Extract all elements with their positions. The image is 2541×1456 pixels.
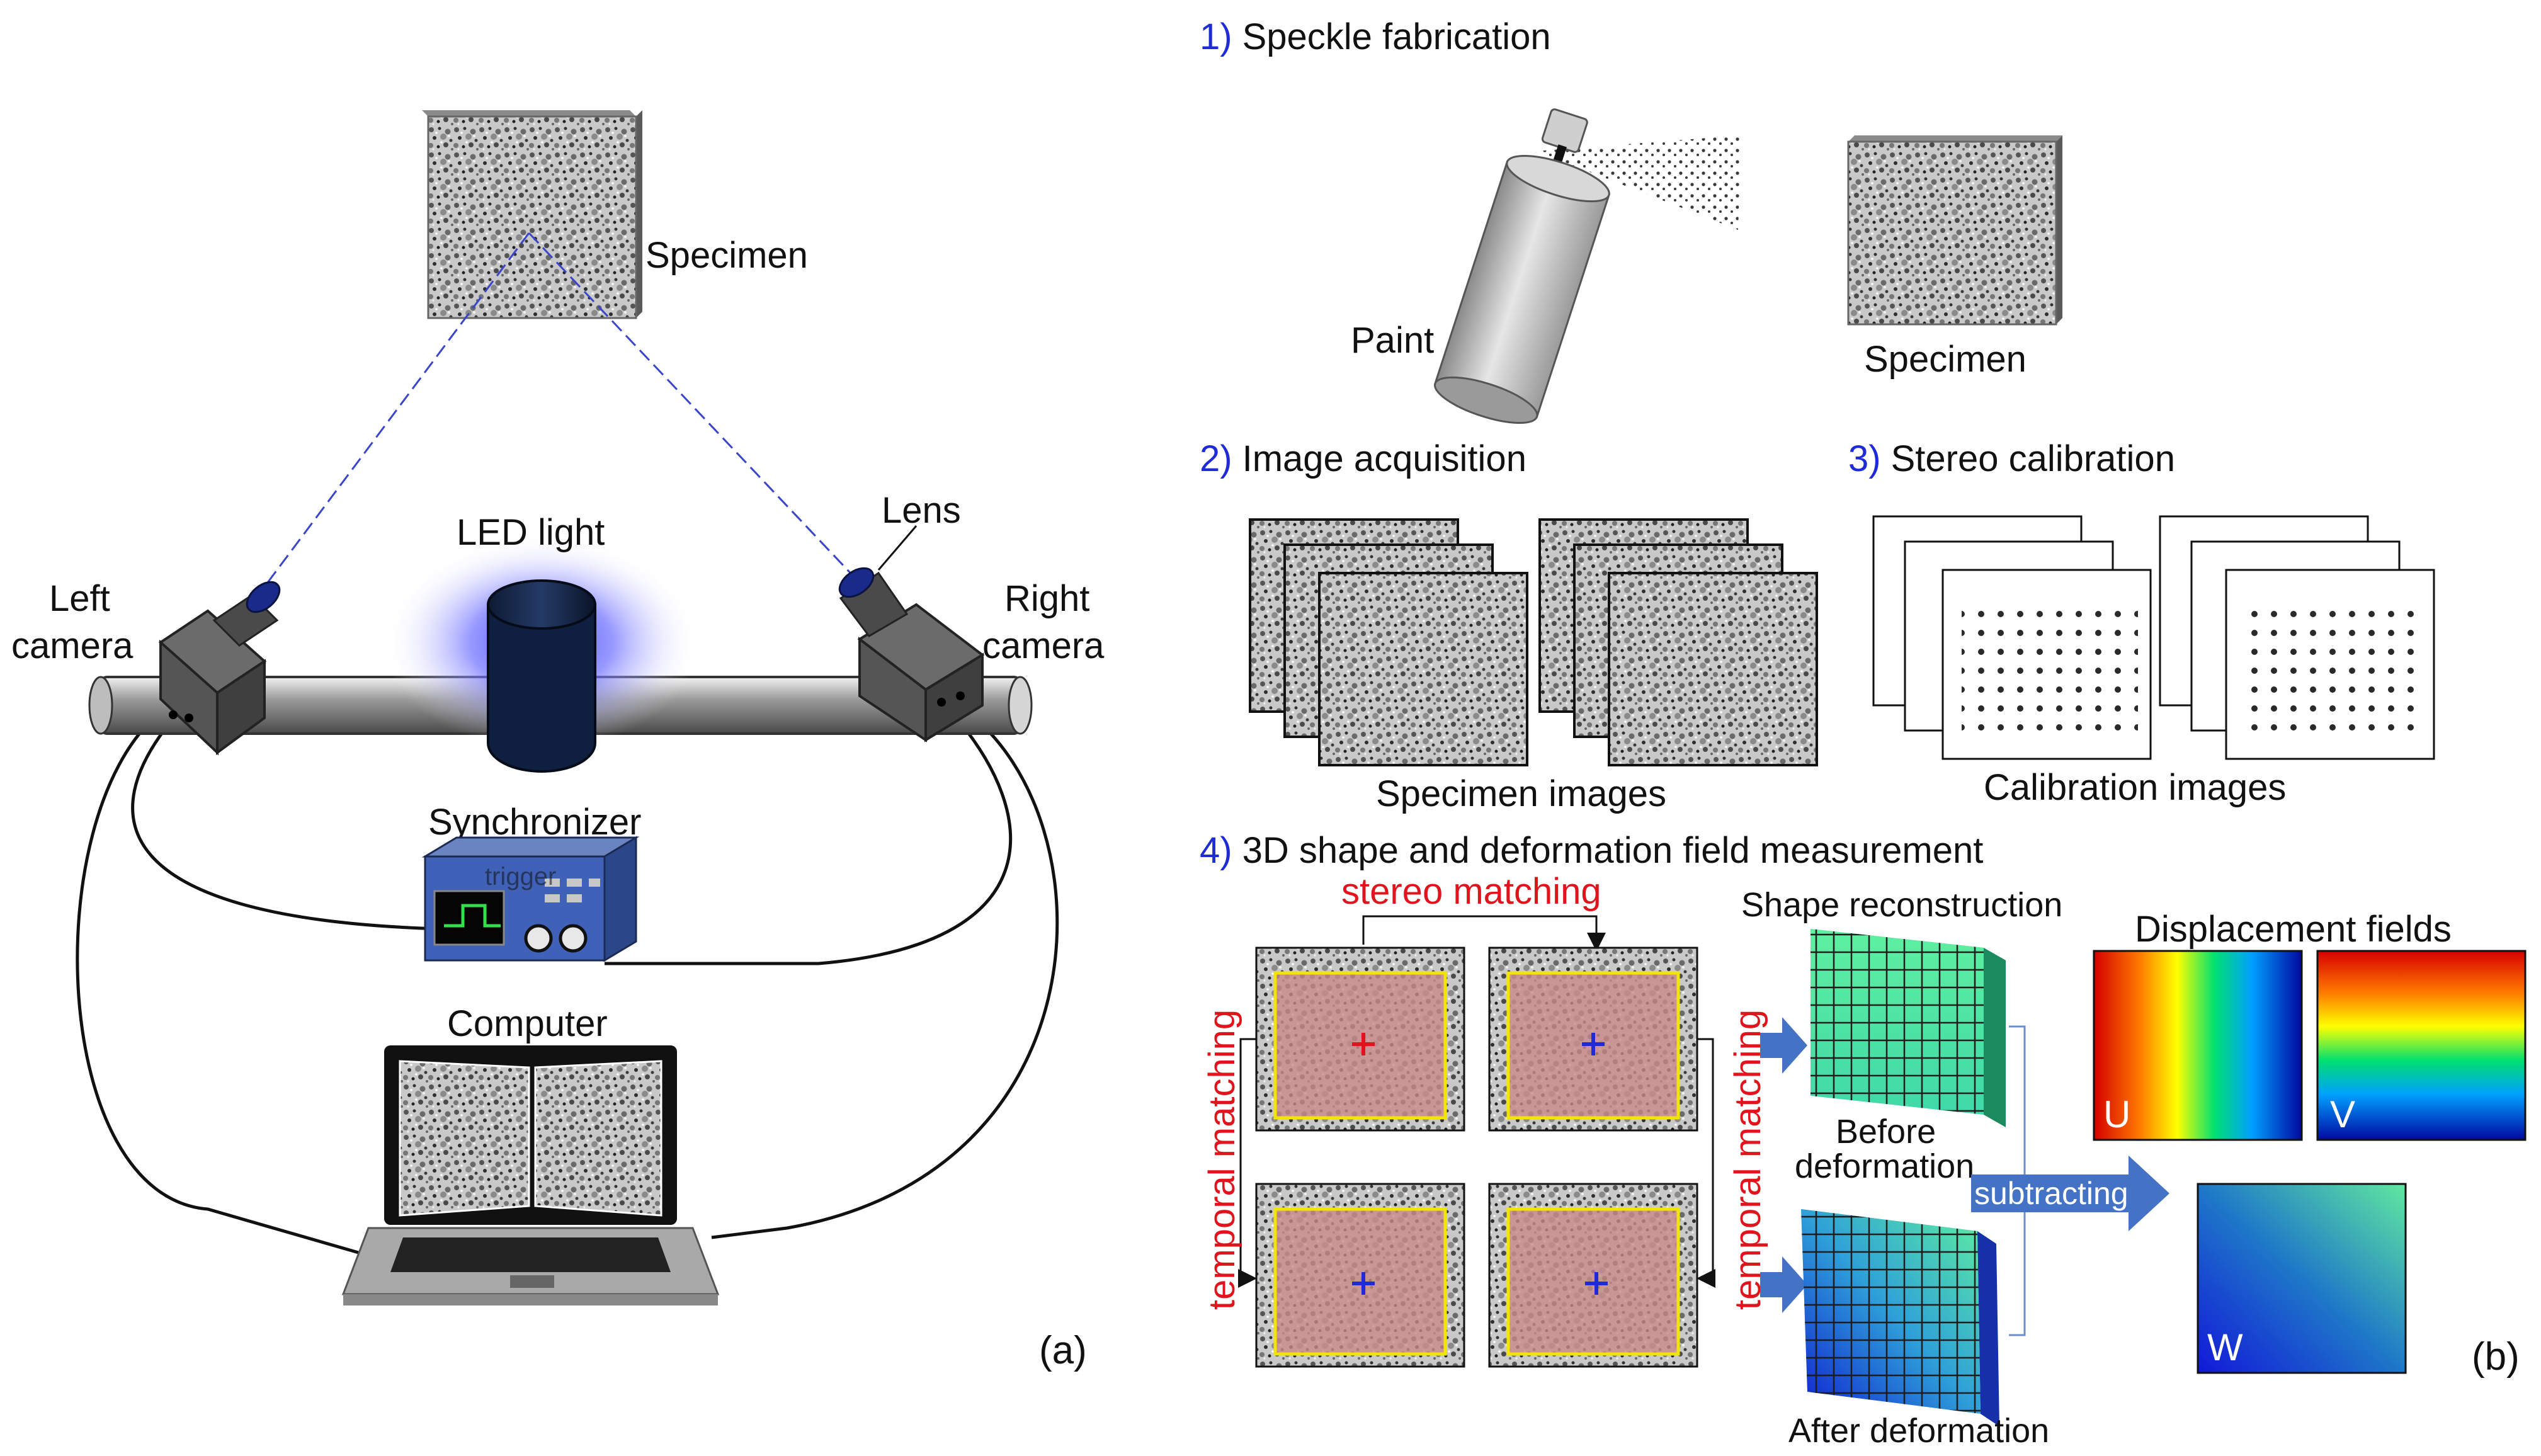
- before-label-line2: deformation: [1795, 1147, 1974, 1185]
- synchronizer-box: [421, 836, 640, 962]
- specimen-plate: [1847, 135, 2062, 326]
- after-deformation-label: After deformation: [1788, 1412, 2049, 1450]
- lens-leader: [877, 525, 918, 571]
- mesh-after: [1801, 1209, 1999, 1426]
- right-camera: [838, 567, 985, 742]
- specimen-image-stack-right: [1538, 518, 1818, 766]
- temporal-bracket-right: [1697, 1038, 1715, 1288]
- cables: [76, 710, 1059, 1258]
- lens-label: Lens: [882, 490, 961, 531]
- arrow-to-after-mesh: [1760, 1256, 1807, 1313]
- computer-label: Computer: [447, 1003, 608, 1044]
- stereo-matching-bracket: [1362, 915, 1606, 952]
- displacement-fields-label: Displacement fields: [2135, 909, 2452, 950]
- specimen-label-b: Specimen: [1864, 339, 2027, 380]
- specimen-block: [422, 110, 642, 319]
- specimen-image-stack-left: [1249, 518, 1528, 766]
- led-label: LED light: [457, 512, 605, 553]
- synchronizer-screen: [433, 890, 505, 946]
- mesh-before: [1811, 929, 2006, 1127]
- temporal-matching-label-left: temporal matching: [1202, 1010, 1242, 1310]
- field-w-label: W: [2207, 1326, 2243, 1368]
- field-v: V: [2316, 950, 2527, 1141]
- left-camera-label-line2: camera: [11, 625, 134, 666]
- synchronizer-label: Synchronizer: [428, 802, 641, 843]
- right-camera-label-line2: camera: [982, 625, 1105, 666]
- calibration-stack-right: [2159, 515, 2435, 760]
- step3-number: 3): [1848, 438, 1881, 479]
- step3-title: Stereo calibration: [1891, 438, 2175, 479]
- paint-can: [1434, 108, 1741, 424]
- temporal-matching-label-right: temporal matching: [1727, 1010, 1768, 1310]
- laptop: [341, 1045, 720, 1305]
- step4-heading: 4)3D shape and deformation field measure…: [1200, 830, 1983, 871]
- subtracting-label: subtracting: [1974, 1176, 2129, 1211]
- step2-heading: 2)Image acquisition: [1200, 438, 1526, 479]
- panel-a: Specimen LED light: [11, 110, 1105, 1372]
- roi-images: [1255, 947, 1698, 1368]
- field-u-label: U: [2103, 1093, 2130, 1135]
- field-w: W: [2197, 1183, 2407, 1374]
- step4-title: 3D shape and deformation field measureme…: [1242, 830, 1984, 871]
- temporal-bracket-left: [1238, 1038, 1257, 1288]
- specimen-label: Specimen: [645, 235, 808, 276]
- stereo-matching-label: stereo matching: [1341, 871, 1601, 912]
- step1-number: 1): [1200, 16, 1232, 57]
- specimen-images-label: Specimen images: [1376, 773, 1666, 814]
- step4-number: 4): [1200, 830, 1232, 871]
- step3-heading: 3)Stereo calibration: [1848, 438, 2175, 479]
- arrow-to-before-mesh: [1760, 1017, 1807, 1074]
- calibration-images-label: Calibration images: [1984, 767, 2286, 808]
- led-light: [384, 535, 699, 773]
- panel-b: 1)Speckle fabrication Paint Specimen 2)I…: [1200, 16, 2527, 1450]
- before-label-line1: Before: [1836, 1113, 1936, 1151]
- step1-heading: 1)Speckle fabrication: [1200, 16, 1551, 57]
- left-sightline: [266, 232, 530, 583]
- trigger-label: trigger: [485, 863, 556, 890]
- subtracting-arrow: [1971, 1156, 2169, 1231]
- paint-label: Paint: [1351, 320, 1434, 361]
- left-camera-label-line1: Left: [49, 578, 110, 619]
- step1-title: Speckle fabrication: [1242, 16, 1551, 57]
- step2-number: 2): [1200, 438, 1232, 479]
- panel-a-tag: (a): [1039, 1329, 1087, 1372]
- calibration-stack-left: [1872, 515, 2152, 760]
- field-u: U: [2093, 950, 2303, 1141]
- panel-b-tag: (b): [2472, 1335, 2520, 1379]
- field-v-label: V: [2330, 1093, 2355, 1135]
- left-camera: [158, 581, 281, 756]
- step2-title: Image acquisition: [1242, 438, 1526, 479]
- shape-reconstruction-label: Shape reconstruction: [1741, 886, 2062, 924]
- right-camera-label-line1: Right: [1004, 578, 1089, 619]
